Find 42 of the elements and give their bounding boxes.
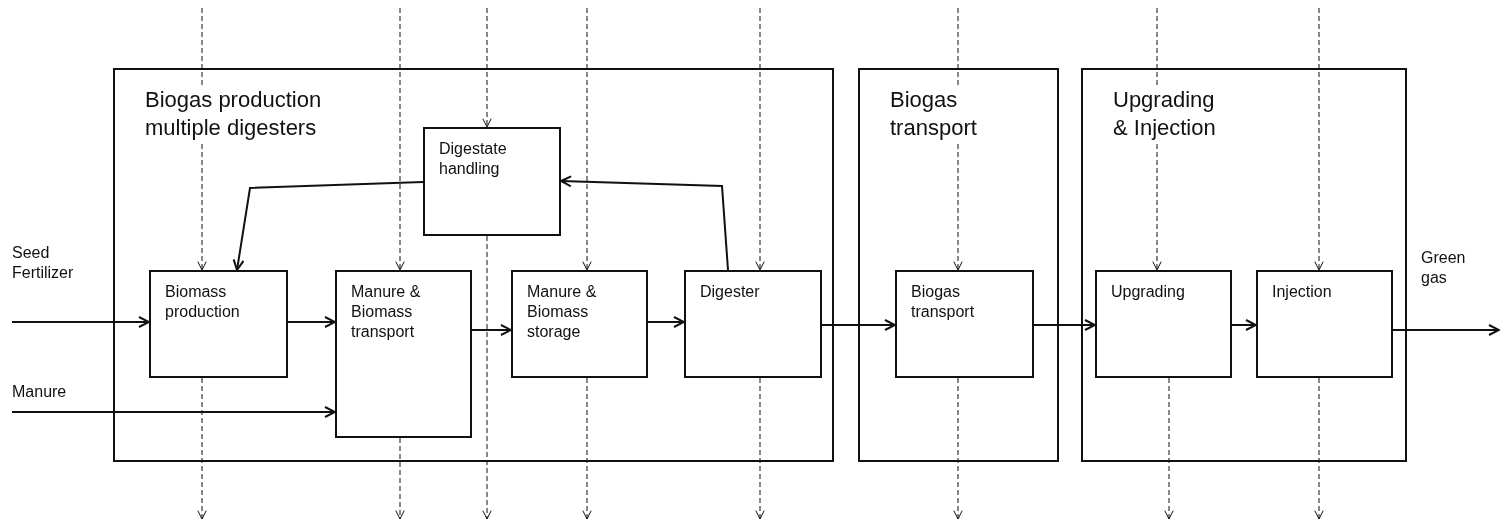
process-box [895, 270, 1034, 378]
dashed-arrow [482, 235, 492, 520]
dashed-arrow [1314, 377, 1324, 520]
box-label: Digester [700, 282, 760, 302]
dashed-arrow [953, 377, 963, 520]
dashed-arrow [1152, 7, 1162, 271]
dashed-arrow [755, 7, 765, 271]
group-frame [858, 68, 1059, 462]
dashed-arrow [482, 7, 492, 128]
arrow [647, 316, 685, 328]
process-box [684, 270, 822, 378]
process-box [149, 270, 288, 378]
arrow [560, 175, 729, 271]
box-label: Manure & Biomass transport [351, 282, 421, 342]
process-box [423, 127, 561, 236]
dashed-arrow [395, 437, 405, 520]
arrow [1392, 324, 1500, 336]
group-frame [113, 68, 834, 462]
dashed-arrow [953, 7, 963, 271]
dashed-arrow [1314, 7, 1324, 271]
group-frame [1081, 68, 1407, 462]
dashed-arrow [197, 377, 207, 520]
arrow [821, 319, 896, 331]
box-label: Injection [1272, 282, 1332, 302]
process-box [511, 270, 648, 378]
box-label: Upgrading [1111, 282, 1185, 302]
arrow [287, 316, 336, 328]
dashed-arrow [197, 7, 207, 271]
dashed-arrow [395, 7, 405, 271]
arrow [1033, 319, 1096, 331]
dashed-arrow [755, 377, 765, 520]
process-box [335, 270, 472, 438]
dashed-arrow [582, 7, 592, 271]
dashed-arrow [1164, 377, 1174, 520]
arrow [11, 406, 336, 418]
process-box [1095, 270, 1232, 378]
process-box [1256, 270, 1393, 378]
arrow [11, 316, 150, 328]
arrow [232, 181, 424, 271]
arrow [1231, 319, 1257, 331]
dashed-arrow [582, 377, 592, 520]
arrow [471, 324, 512, 336]
